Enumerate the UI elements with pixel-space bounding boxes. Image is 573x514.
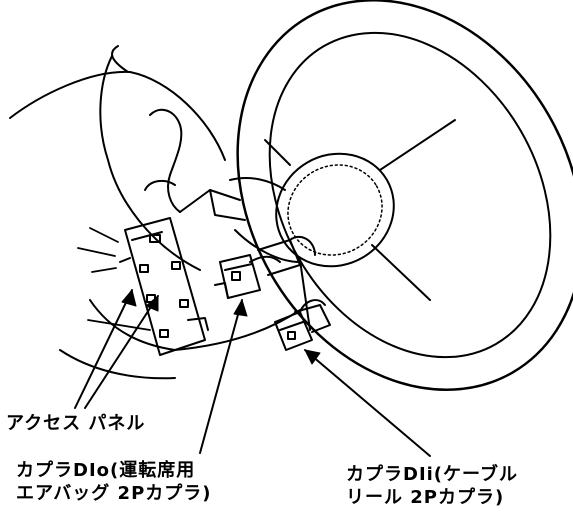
motion-lines	[77, 227, 151, 331]
coupler-d1o-label: カプラDIo(運転席用 エアバッグ 2Pカプラ)	[16, 460, 212, 505]
coupler-d1o-label-line1: カプラDIo(運転席用	[16, 460, 196, 481]
coupler-d1i-label-line1: カプラDIi(ケーブル	[346, 464, 518, 485]
steering-wheel	[229, 0, 573, 391]
column-cover	[144, 108, 246, 221]
coupler-d1o	[214, 235, 316, 299]
coupler-d1o-label-line2: エアバッグ 2Pカプラ)	[16, 482, 212, 504]
dashboard-outline	[9, 45, 301, 380]
coupler-d1i-label: カプラDIi(ケーブル リール 2Pカプラ)	[346, 464, 518, 509]
access-panel-label: アクセス パネル	[6, 413, 146, 434]
leader-lines	[74, 289, 431, 457]
coupler-d1i-label-line2: リール 2Pカプラ)	[346, 486, 505, 508]
coupler-d1i	[274, 299, 331, 351]
